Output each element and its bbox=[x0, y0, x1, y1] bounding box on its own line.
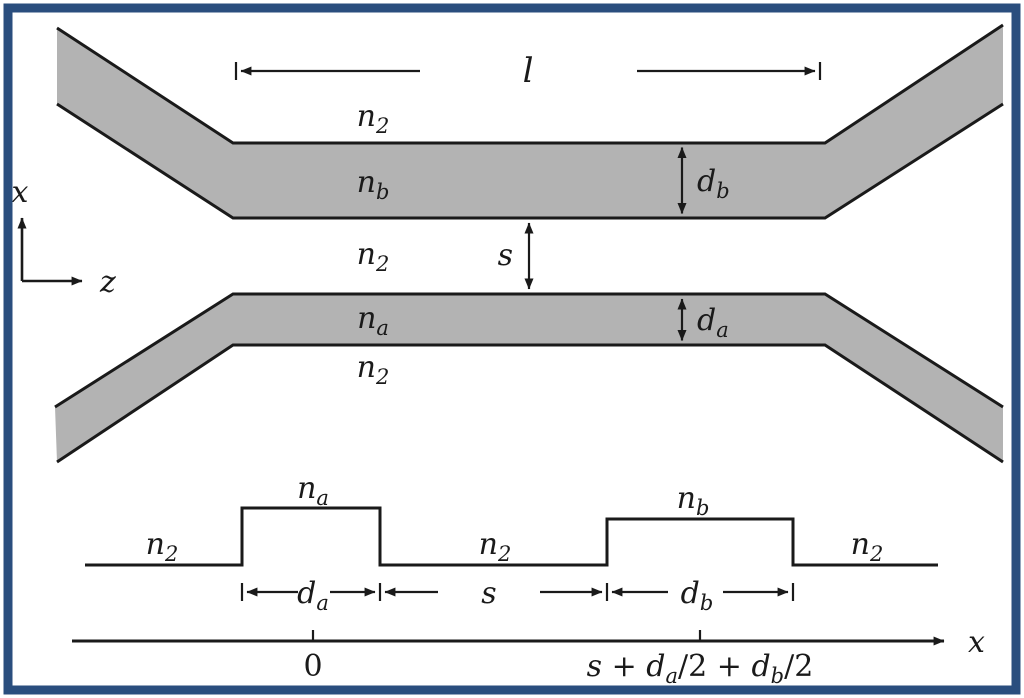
separation-dimension: s bbox=[498, 222, 534, 290]
profile-cladding-left-label: n2 bbox=[146, 527, 179, 566]
cladding-label-bottom: n2 bbox=[357, 350, 390, 389]
profile-dimension-row: da s db bbox=[240, 576, 795, 615]
profile-cladding-right-label: n2 bbox=[851, 527, 884, 566]
coupling-length-label: l bbox=[523, 51, 534, 91]
x-axis-end-label: x bbox=[968, 625, 985, 660]
profile-core-a-label: na bbox=[297, 471, 329, 510]
cladding-label-middle: n2 bbox=[357, 237, 390, 276]
waveguide-b-top-edge bbox=[56, 23, 1004, 145]
cladding-label-top: n2 bbox=[357, 99, 390, 138]
offset-expression-label: s + da/2 + db/2 bbox=[587, 649, 814, 688]
thickness-b-dimension: db bbox=[677, 146, 730, 215]
coupling-length-dimension: l bbox=[234, 51, 822, 91]
profile-x-axis: 0 s + da/2 + db/2 x bbox=[72, 625, 985, 688]
origin-label: 0 bbox=[303, 649, 322, 684]
core-b-label: nb bbox=[357, 165, 390, 204]
coordinate-axes: x z bbox=[12, 175, 116, 300]
profile-cladding-middle-label: n2 bbox=[479, 527, 512, 566]
z-axis-label: z bbox=[99, 265, 116, 300]
profile-width-b-label: db bbox=[681, 576, 714, 615]
waveguide-a-band bbox=[54, 292, 1004, 464]
waveguide-b-bottom-edge bbox=[56, 102, 1004, 220]
thickness-b-label: db bbox=[697, 164, 730, 203]
waveguide-b-band bbox=[56, 23, 1004, 220]
separation-label: s bbox=[498, 238, 513, 273]
x-axis-label: x bbox=[12, 175, 29, 210]
waveguide-a-top-edge bbox=[54, 292, 1004, 409]
core-a-label: na bbox=[357, 301, 389, 340]
profile-width-a-label: da bbox=[297, 576, 329, 615]
waveguide-a-bottom-edge bbox=[56, 343, 1004, 464]
index-profile-curve bbox=[85, 506, 938, 567]
figure-frame bbox=[3, 3, 1021, 695]
thickness-a-label: da bbox=[697, 303, 729, 342]
waveguide-a-fill bbox=[55, 294, 1003, 462]
waveguide-b-fill bbox=[57, 25, 1003, 218]
profile-separation-label: s bbox=[481, 576, 496, 611]
thickness-a-dimension: da bbox=[677, 298, 729, 342]
profile-core-b-label: nb bbox=[677, 481, 710, 520]
